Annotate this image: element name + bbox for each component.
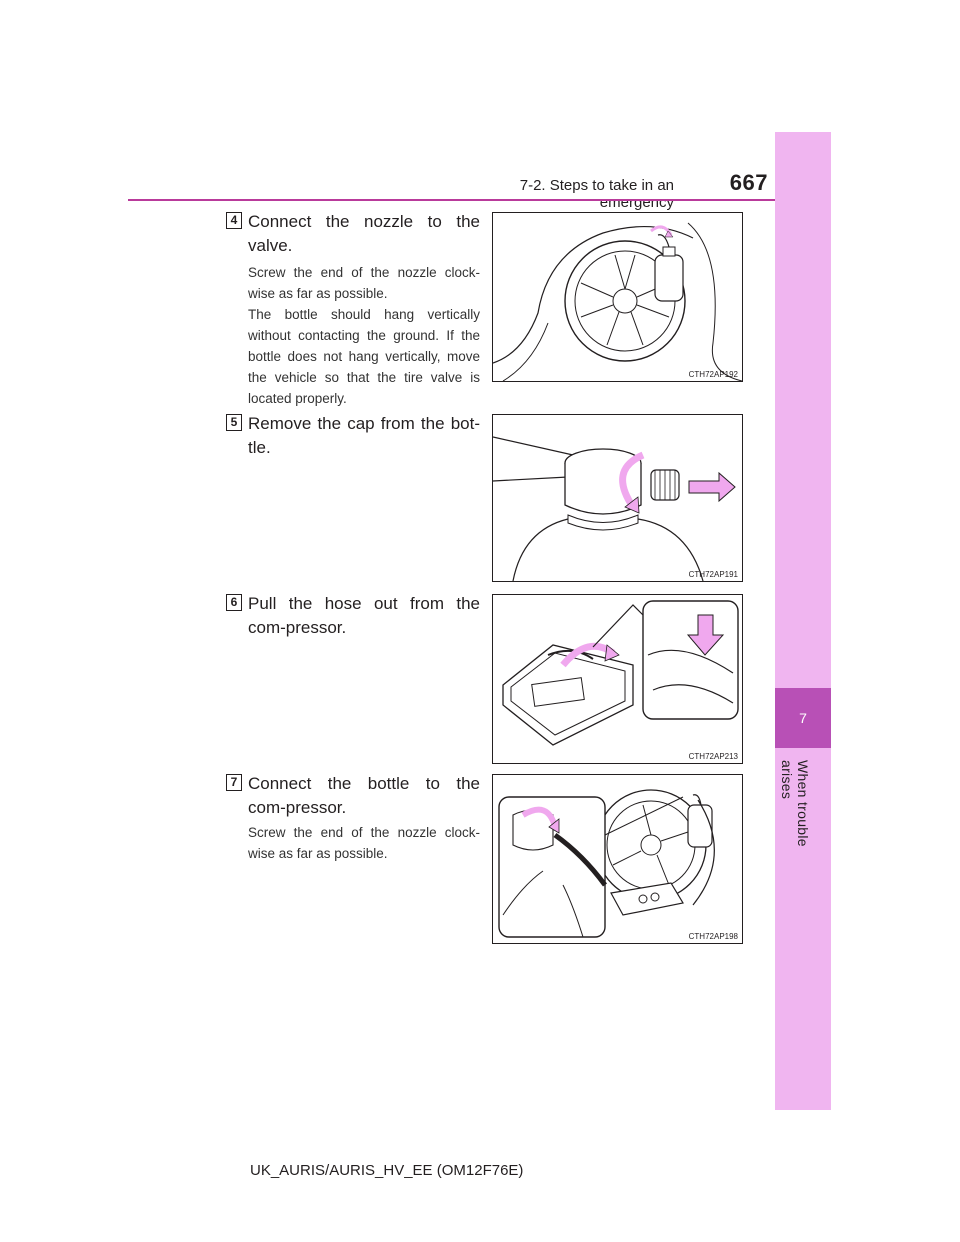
figure-nozzle-on-valve: CTH72AP192	[492, 212, 743, 382]
figure-remove-cap: CTH72AP191	[492, 414, 743, 582]
chapter-tab-strip	[775, 132, 831, 1110]
step-number-6: 6	[226, 594, 242, 611]
step-number-7: 7	[226, 774, 242, 791]
step-7-note-1: Screw the end of the nozzle clock-wise a…	[248, 825, 480, 861]
step-number-5: 5	[226, 414, 242, 431]
step-4-title: Connect the nozzle to the valve.	[248, 212, 480, 255]
section-title: 7-2. Steps to take in an emergency	[519, 177, 674, 211]
figure-code: CTH72AP198	[688, 932, 738, 941]
header-rule	[128, 199, 831, 201]
step-number-4: 4	[226, 212, 242, 229]
step-5-title: Remove the cap from the bot-tle.	[248, 414, 480, 457]
figure-code: CTH72AP213	[688, 752, 738, 761]
step-7-title: Connect the bottle to the com-pressor.	[248, 774, 480, 817]
step-4-note-1: Screw the end of the nozzle clock-wise a…	[248, 265, 480, 301]
step-4-note-2: The bottle should hang vertically withou…	[248, 307, 480, 406]
figure-code: CTH72AP192	[688, 370, 738, 379]
figure-code: CTH72AP191	[688, 570, 738, 579]
footer-model-code: UK_AURIS/AURIS_HV_EE (OM12F76E)	[250, 1162, 524, 1179]
chapter-label: When trouble arises	[779, 760, 811, 847]
step-6-title: Pull the hose out from the com-pressor.	[248, 594, 480, 637]
chapter-number-tab[interactable]: 7	[775, 688, 831, 748]
figure-pull-hose: CTH72AP213	[492, 594, 743, 764]
figure-connect-bottle-compressor: CTH72AP198	[492, 774, 743, 944]
page-number: 667	[729, 170, 768, 195]
